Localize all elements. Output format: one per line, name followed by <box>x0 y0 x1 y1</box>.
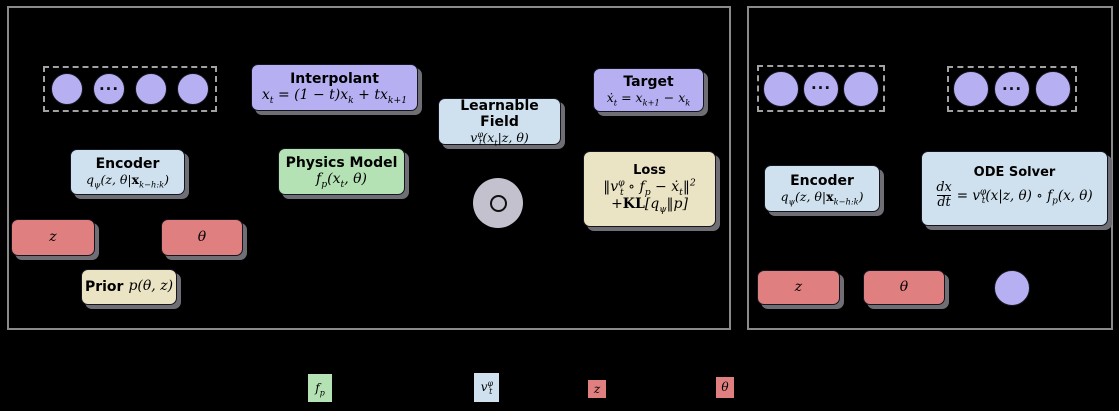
latent-z-label: z <box>49 228 57 245</box>
observation-circle <box>51 73 83 105</box>
latent-z-label: z <box>794 278 803 295</box>
loss-title: Loss <box>633 163 666 179</box>
state-circle-dots: ··· <box>994 71 1030 107</box>
prior-formula: p(θ, z) <box>128 278 174 295</box>
latent-sample-circle <box>994 270 1030 306</box>
inference-panel <box>747 6 1113 330</box>
observation-circle-dots: ··· <box>803 70 839 107</box>
learnable-field-title: Learnable Field <box>460 97 539 130</box>
observation-circle <box>177 73 209 105</box>
observation-circle-dots: ··· <box>93 73 125 105</box>
physics-model-formula: fp(xt, θ) <box>316 170 367 190</box>
state-circle <box>1035 71 1071 107</box>
observation-circle <box>843 70 879 107</box>
target-box: Target ẋt = xk+1 − xk <box>593 68 704 112</box>
latent-theta-box: θ <box>161 219 243 256</box>
legend-chip-theta: θ <box>716 377 734 398</box>
encoder-title: Encoder <box>95 156 160 173</box>
ode-solver-box: ODE Solver dx dt = vφt(x|z, θ) ∘ fp(x, θ… <box>921 151 1108 226</box>
observation-sequence-box: ··· <box>43 66 217 112</box>
prior-title: Prior <box>84 278 124 295</box>
ode-fraction-numerator: dx <box>936 180 952 196</box>
interpolant-formula: xt = (1 − t)xk + txk+1 <box>261 86 408 106</box>
interpolant-box: Interpolant xt = (1 − t)xk + txk+1 <box>251 64 418 111</box>
legend-chip-physics: fp <box>308 374 332 402</box>
encoder-box: Encoder qψ(z, θ|xk−h:k) <box>70 149 185 195</box>
legend-chip-theta-label: θ <box>721 380 729 394</box>
composition-icon <box>489 194 507 212</box>
learnable-field-box: Learnable Field vφt(xt|z, θ) <box>438 97 561 148</box>
observation-circle <box>135 73 167 105</box>
latent-z-box: z <box>757 270 840 305</box>
ode-fraction: dx dt <box>936 181 951 210</box>
composition-circle <box>473 178 523 228</box>
loss-formula-line1: ‖vφt ∘ fp − ẋt‖2 <box>603 177 696 198</box>
encoder-formula: qψ(z, θ|xk−h:k) <box>780 188 864 207</box>
encoder-formula: qψ(z, θ|xk−h:k) <box>85 172 169 190</box>
ellipsis-dots: ··· <box>1001 79 1023 98</box>
loss-formula-line2: +KL[qψ‖p] <box>611 196 688 216</box>
target-title: Target <box>623 74 674 91</box>
latent-theta-box: θ <box>863 270 945 305</box>
encoder-box: Encoder qψ(z, θ|xk−h:k) <box>764 165 880 212</box>
ode-solver-title: ODE Solver <box>973 165 1056 181</box>
state-circle <box>953 71 989 107</box>
legend-chip-field: vφt <box>474 373 499 402</box>
latent-theta-label: θ <box>197 228 207 245</box>
legend-chip-field-label: vφt <box>480 379 494 397</box>
encoder-title: Encoder <box>790 172 854 189</box>
ellipsis-dots: ··· <box>810 79 832 97</box>
legend-chip-z-label: z <box>593 381 601 396</box>
physics-model-box: Physics Model fp(xt, θ) <box>278 148 405 195</box>
legend-chip-physics-label: fp <box>315 380 325 397</box>
latent-z-box: z <box>11 219 95 256</box>
ode-solver-formula: dx dt = vφt(x|z, θ) ∘ fp(x, θ) <box>936 181 1092 210</box>
rollout-sequence-box: ··· <box>947 66 1077 112</box>
ellipsis-dots: ··· <box>98 79 120 98</box>
loss-box: Loss ‖vφt ∘ fp − ẋt‖2 +KL[qψ‖p] <box>583 151 716 227</box>
training-panel <box>7 6 731 330</box>
observation-circle <box>763 70 799 107</box>
prior-box: Prior p(θ, z) <box>81 269 177 305</box>
ode-formula-rhs: = vφt(x|z, θ) ∘ fp(x, θ) <box>956 187 1093 207</box>
observation-sequence-box: ··· <box>757 65 885 112</box>
latent-theta-label: θ <box>899 278 909 295</box>
target-formula: ẋt = xk+1 − xk <box>606 90 691 108</box>
legend-chip-z: z <box>588 380 606 398</box>
physics-model-title: Physics Model <box>285 154 398 171</box>
learnable-field-formula: vφt(xt|z, θ) <box>470 128 529 148</box>
interpolant-title: Interpolant <box>290 70 379 87</box>
ode-fraction-denominator: dt <box>937 195 951 211</box>
